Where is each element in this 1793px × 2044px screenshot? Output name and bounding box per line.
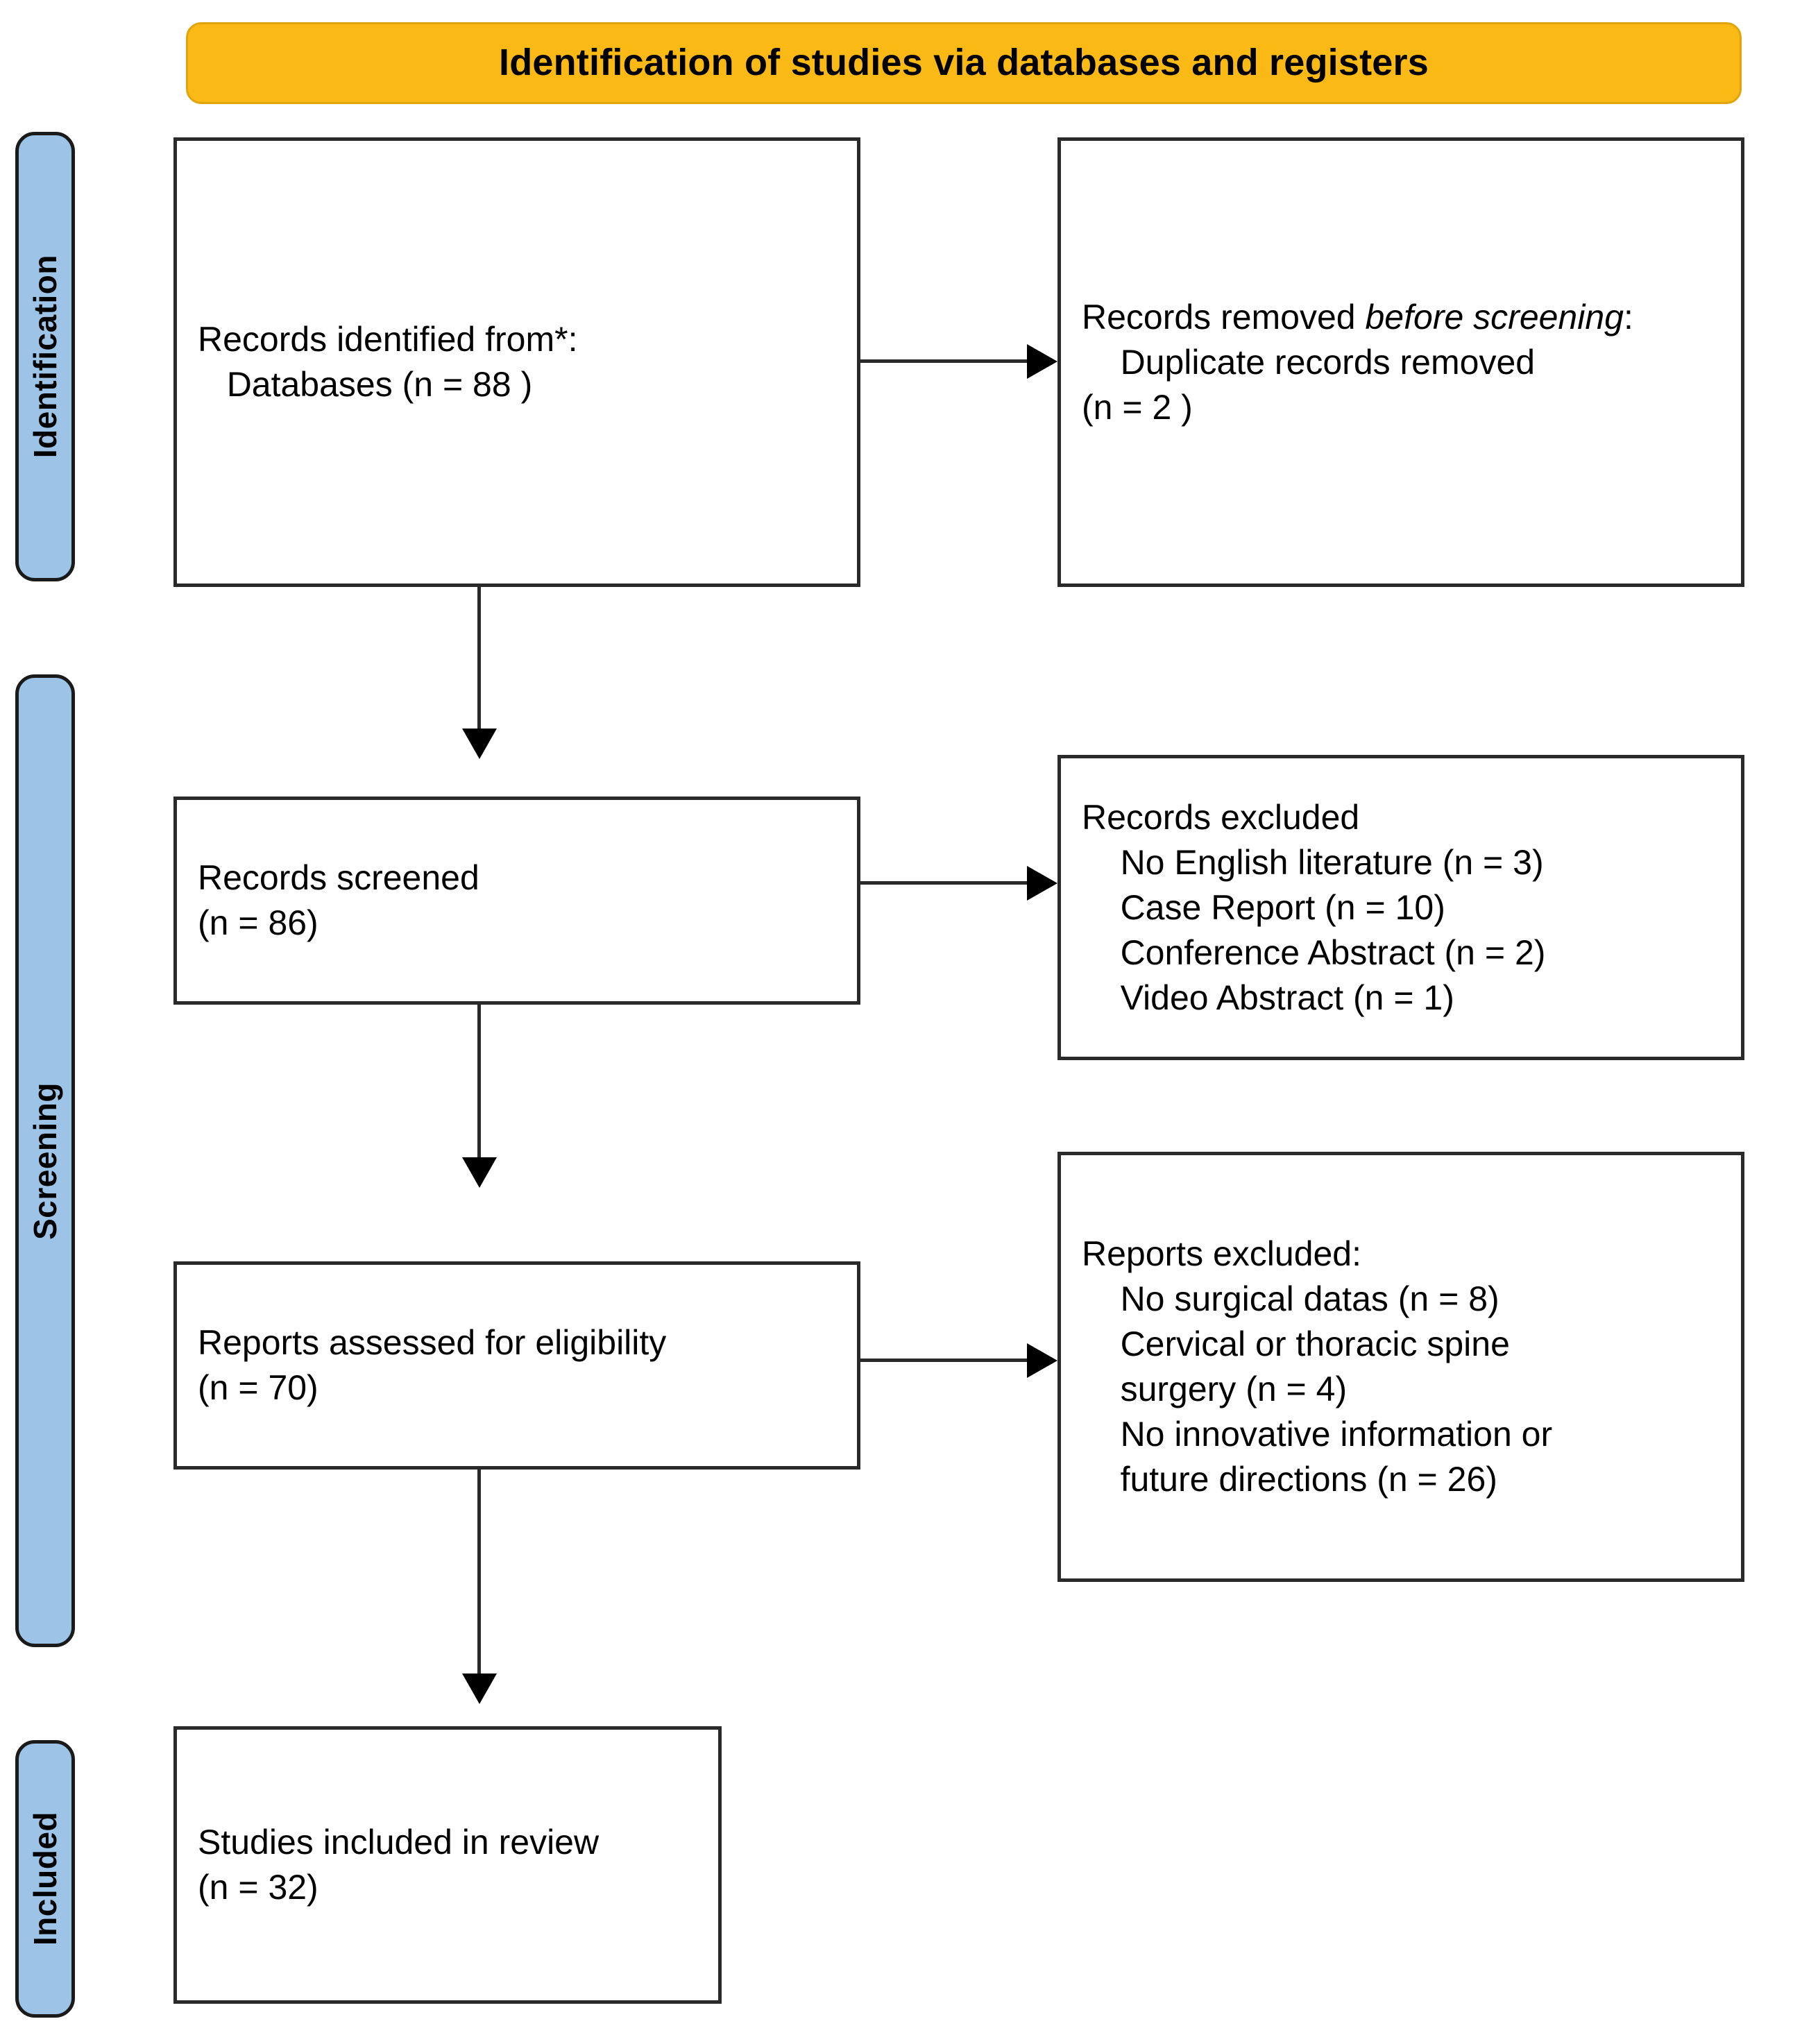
banner-identification-header: Identification of studies via databases … [186,22,1742,104]
stage-label-identification: Identification [27,255,63,459]
box-reports-excluded: Reports excluded: No surgical datas (n =… [1057,1152,1744,1582]
box-records-excluded-text: Records excluded No English literature (… [1082,797,1546,1017]
connector-identified-to-removed-line [860,359,1030,363]
banner-title: Identification of studies via databases … [499,42,1429,84]
box-studies-included: Studies included in review (n = 32) [173,1726,722,2004]
box-records-identified: Records identified from*: Databases (n =… [173,137,860,587]
connector-screened-to-excluded-arrow-icon [1027,866,1057,901]
connector-screened-to-eligibility-line [477,1005,481,1161]
stage-tab-included: Included [15,1740,75,2018]
box-records-screened: Records screened (n = 86) [173,797,860,1005]
stage-tab-screening: Screening [15,674,75,1647]
box-reports-excluded-text: Reports excluded: No surgical datas (n =… [1082,1234,1553,1499]
connector-eligibility-to-included-line [477,1470,481,1678]
box-records-screened-text: Records screened (n = 86) [198,858,479,942]
connector-identified-to-screened-arrow-icon [462,729,497,759]
stage-tab-identification: Identification [15,132,75,581]
stage-label-included: Included [27,1812,63,1946]
connector-identified-to-removed-arrow-icon [1027,344,1057,379]
connector-eligibility-to-reports-excluded-arrow-icon [1027,1343,1057,1378]
box-studies-included-text: Studies included in review (n = 32) [198,1823,600,1907]
connector-eligibility-to-included-arrow-icon [462,1673,497,1704]
stage-label-screening: Screening [27,1082,63,1240]
box-records-excluded: Records excluded No English literature (… [1057,755,1744,1060]
records-removed-italic: before screening [1365,297,1624,337]
connector-screened-to-excluded-line [860,881,1030,885]
box-records-removed: Records removed before screening: Duplic… [1057,137,1744,587]
box-reports-assessed-text: Reports assessed for eligibility (n = 70… [198,1323,667,1407]
connector-identified-to-screened-line [477,587,481,733]
records-removed-items: Duplicate records removed (n = 2 ) [1082,342,1536,427]
box-reports-assessed-eligibility: Reports assessed for eligibility (n = 70… [173,1261,860,1470]
connector-screened-to-eligibility-arrow-icon [462,1157,497,1188]
records-removed-colon: : [1623,297,1633,337]
box-records-identified-text: Records identified from*: Databases (n =… [198,320,578,404]
records-removed-lead: Records removed [1082,297,1366,337]
connector-eligibility-to-reports-excluded-line [860,1359,1030,1362]
box-records-removed-text: Records removed before screening: Duplic… [1082,295,1633,430]
